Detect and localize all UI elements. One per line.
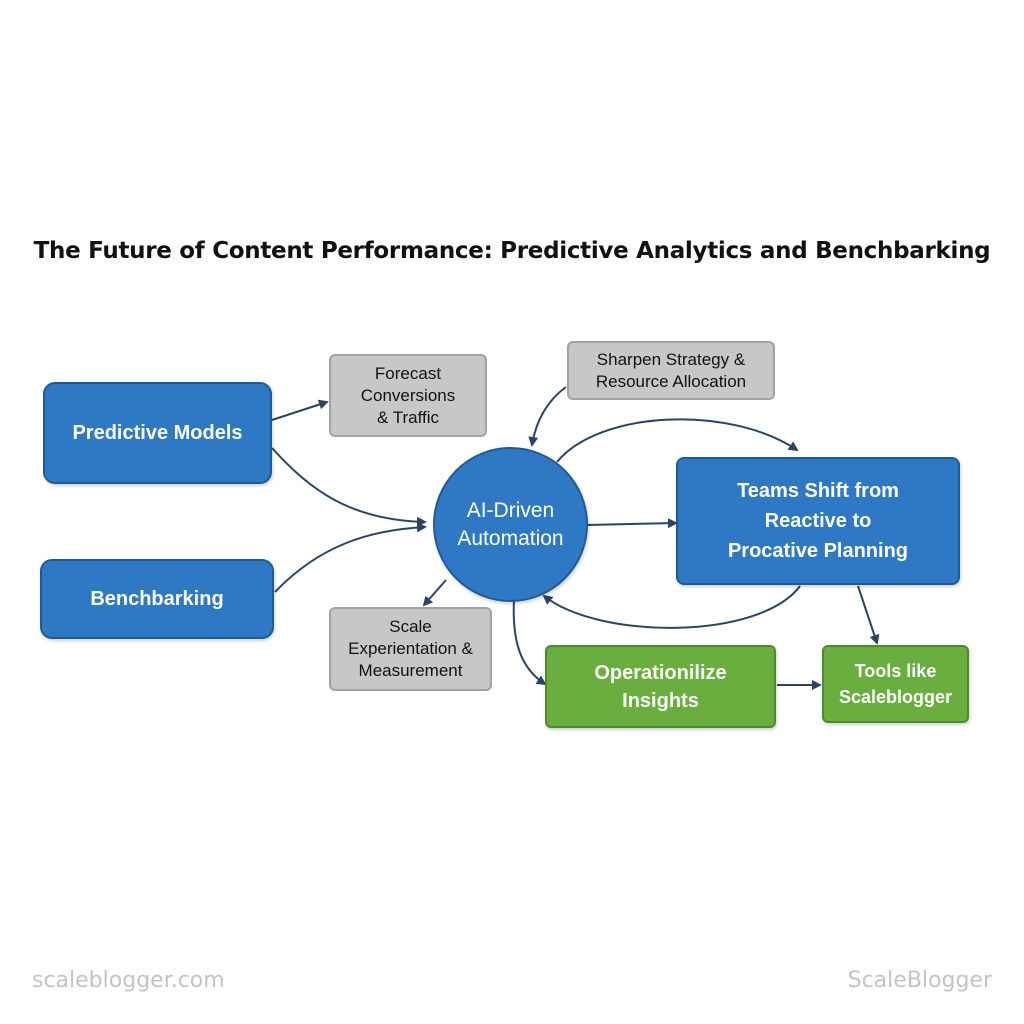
node-operationalize-insights: Operationilize Insights [545, 645, 776, 728]
edge-benchbarking-to-ai [274, 522, 427, 593]
node-scale-experimentation: Scale Experientation & Measurement [329, 607, 492, 691]
edge-teams-to-ai [542, 585, 801, 629]
node-sharpen-strategy: Sharpen Strategy & Resource Allocation [567, 341, 775, 400]
node-teams-shift: Teams Shift from Reactive to Procative P… [676, 457, 960, 585]
node-forecast: Forecast Conversions & Traffic [329, 354, 487, 437]
node-benchbarking: Benchbarking [40, 559, 274, 639]
edge-sharpen-to-ai [528, 386, 567, 447]
edge-predictive-to-ai [271, 447, 427, 527]
edge-ai-to-operationalize [512, 599, 547, 686]
watermark-left: scaleblogger.com [32, 968, 225, 993]
edge-teams-to-tools [857, 585, 880, 645]
edge-ai-to-teams [586, 518, 678, 529]
edge-ai-to-scale [422, 579, 447, 607]
edge-predictive-to-forecast [271, 399, 329, 421]
node-tools-like-scaleblogger: Tools like Scaleblogger [822, 645, 969, 723]
watermark-right: ScaleBlogger [847, 968, 992, 993]
node-ai-driven-automation: AI-Driven Automation [433, 447, 588, 602]
diagram-title: The Future of Content Performance: Predi… [33, 238, 991, 264]
edge-ai-to-teams-top [556, 418, 799, 463]
node-predictive-models: Predictive Models [43, 382, 272, 484]
